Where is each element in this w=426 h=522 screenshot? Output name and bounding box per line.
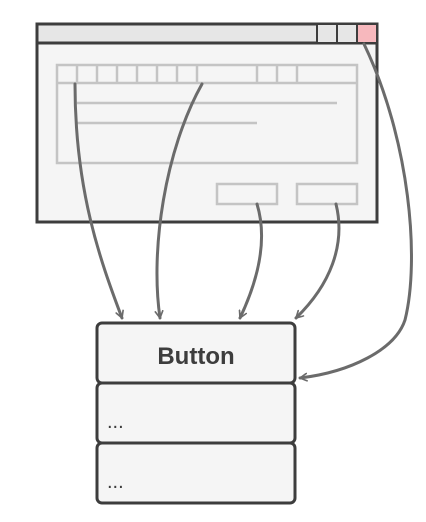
class-section-2: [95, 441, 297, 505]
maximize-button[interactable]: [336, 23, 358, 44]
dialog-button-2[interactable]: [295, 182, 359, 206]
app-window: [35, 22, 379, 224]
text-area[interactable]: [55, 63, 359, 165]
button-class-box: Button ... ...: [95, 321, 297, 505]
minimize-button[interactable]: [316, 23, 338, 44]
editor-panel: [55, 63, 359, 165]
arrow-toolbar-button: [73, 82, 122, 320]
dialog-button-1[interactable]: [215, 182, 279, 206]
close-button[interactable]: [356, 23, 378, 44]
arrow-toolbar-button: [157, 82, 204, 320]
arrow-close-button: [298, 42, 413, 378]
class-section-1-text: ...: [107, 411, 124, 433]
arrow-dialog-button-1: [238, 202, 264, 320]
class-section-1: [95, 381, 297, 445]
class-title: Button: [157, 343, 234, 370]
class-section-2-text: ...: [107, 471, 124, 493]
arrow-dialog-button-2: [294, 202, 341, 320]
arrows: [73, 42, 413, 378]
